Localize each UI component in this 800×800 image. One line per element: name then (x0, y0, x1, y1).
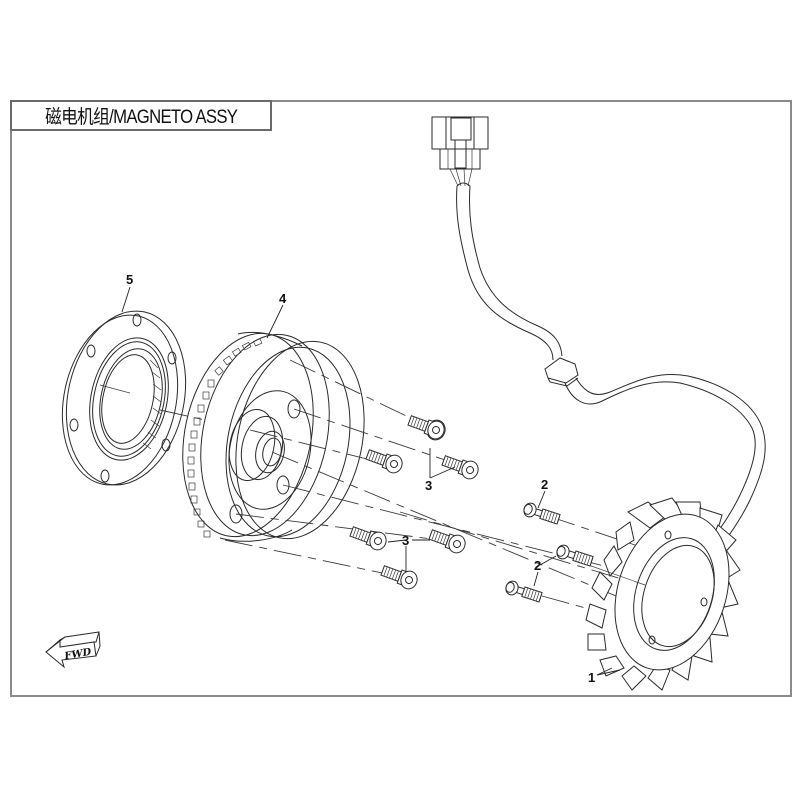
flange-bolt-icon (523, 502, 561, 525)
cap-screw-icon (365, 449, 403, 474)
cap-screw-icon (349, 526, 387, 551)
part-2-stator-bolts (505, 502, 594, 603)
connector-icon (431, 116, 489, 170)
fwd-label: FWD (63, 647, 93, 663)
flange-bolt-icon (505, 580, 543, 603)
cap-screw-icon (407, 415, 446, 441)
part-1-stator (579, 497, 741, 691)
callout-2-lower: 2 (534, 558, 541, 573)
cap-screw-icon (380, 565, 418, 590)
diagram-frame (10, 100, 792, 697)
callout-3-upper: 3 (425, 478, 432, 493)
title-box: 磁电机组/MAGNETO ASSY (10, 100, 272, 131)
callout-5: 5 (126, 272, 133, 287)
reluctor-teeth (187, 338, 263, 538)
callout-3-lower: 3 (402, 533, 409, 548)
diagram-title: 磁电机组/MAGNETO ASSY (44, 107, 238, 128)
callout-1: 1 (588, 670, 595, 685)
callout-4: 4 (279, 291, 287, 306)
forward-arrow-icon: FWD (45, 631, 101, 669)
callout-leaders (121, 286, 621, 676)
cap-screw-icon (428, 529, 466, 554)
flange-bolt-icon (556, 544, 594, 567)
callout-2-upper: 2 (541, 477, 548, 492)
wiring-harness (431, 116, 766, 561)
cap-screw-icon (441, 455, 479, 480)
part-5-oneway-clutch (61, 310, 187, 486)
callouts: 5 4 3 3 2 2 1 (126, 272, 595, 685)
part-3-cap-screws (349, 415, 479, 590)
part-4-flywheel (182, 331, 365, 542)
